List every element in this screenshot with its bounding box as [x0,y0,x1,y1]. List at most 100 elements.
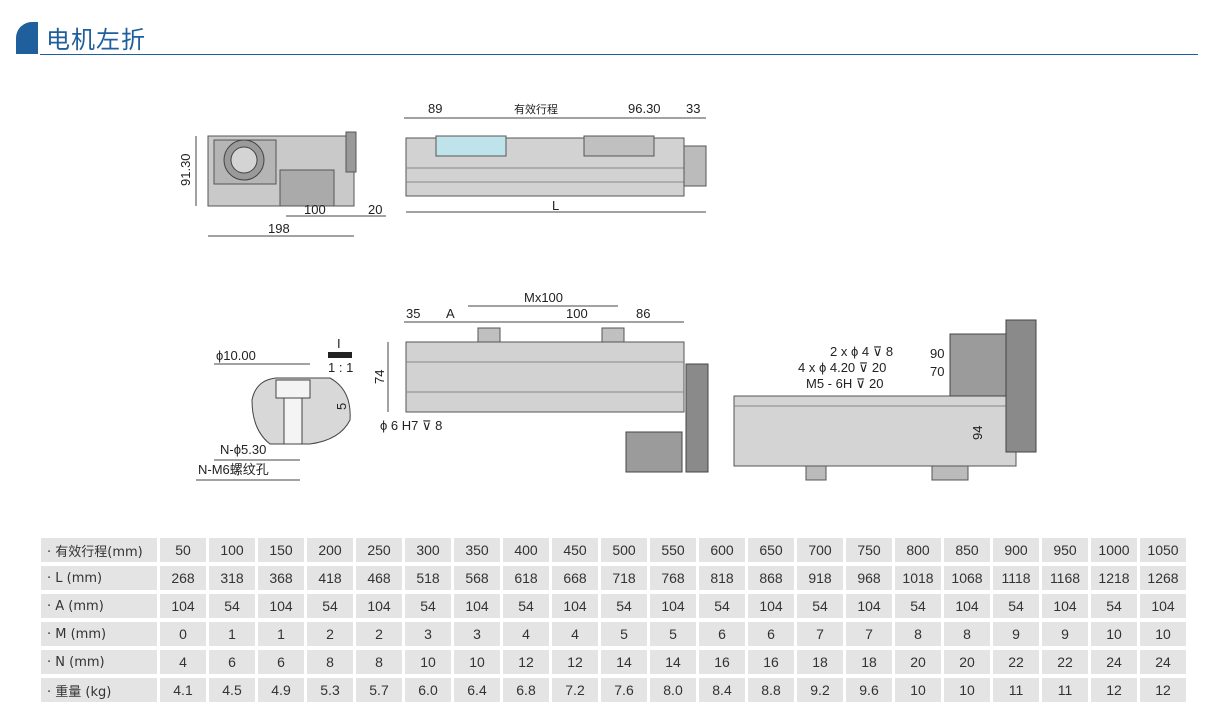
table-cell: 22 [993,650,1039,674]
table-cell: 500 [601,538,647,562]
table-cell: 104 [944,594,990,618]
table-cell: 20 [944,650,990,674]
table-cell: 12 [1091,678,1137,702]
table-cell: 9 [1042,622,1088,646]
table-cell: 50 [160,538,206,562]
table-cell: 10 [454,650,500,674]
table-cell: 12 [1140,678,1186,702]
table-cell: 1050 [1140,538,1186,562]
table-cell: 718 [601,566,647,590]
table-cell: 10 [405,650,451,674]
side-view-bracket [345,131,357,173]
table-cell: 104 [650,594,696,618]
table-cell: 0 [160,622,206,646]
table-cell: 1218 [1091,566,1137,590]
table-cell: 650 [748,538,794,562]
table-cell: 6.0 [405,678,451,702]
table-cell: 8.8 [748,678,794,702]
table-cell: 10 [944,678,990,702]
table-cell: 104 [846,594,892,618]
end-view-foot-2 [931,465,969,481]
table-cell: 8 [307,650,353,674]
dim-depth-5: 5 [334,403,349,410]
table-cell: 5 [650,622,696,646]
table-cell: 8 [356,650,402,674]
dim-dia-10: ϕ10.00 [216,348,256,363]
end-view-motor [949,333,1007,397]
table-cell: 9 [993,622,1039,646]
header-rule [40,54,1198,55]
table-cell: 4 [160,650,206,674]
dim-33: 33 [686,101,700,116]
table-cell: 350 [454,538,500,562]
table-cell: 8 [944,622,990,646]
table-cell: 1 [258,622,304,646]
dim-94: 94 [970,426,985,440]
table-cell: 668 [552,566,598,590]
table-cell: 1 [209,622,255,646]
detail-through-hole [283,397,303,445]
section-header: 电机左折 [14,18,1198,56]
table-cell: 450 [552,538,598,562]
table-cell: 750 [846,538,892,562]
side-view: 91.30 100 20 198 [178,131,386,237]
table-cell: 818 [699,566,745,590]
dim-198: 198 [268,221,290,236]
table-cell: 400 [503,538,549,562]
table-cell: 6 [699,622,745,646]
table-cell: 14 [650,650,696,674]
end-view-foot-1 [805,465,827,481]
dim-L: L [552,198,559,213]
bottom-view-motor-plate [685,363,709,473]
table-cell: 24 [1091,650,1137,674]
table-cell: 104 [748,594,794,618]
table-cell: 618 [503,566,549,590]
table-cell: 8.0 [650,678,696,702]
table-cell: 104 [258,594,304,618]
end-view-body [733,395,1017,467]
table-cell: 10 [1140,622,1186,646]
table-cell: 918 [797,566,843,590]
table-cell: 104 [454,594,500,618]
table-cell: 4.1 [160,678,206,702]
dim-hole-dia: N-ϕ5.30 [220,442,266,457]
table-cell: 54 [699,594,745,618]
side-view-motor-shaft [230,146,258,174]
table-cell: 150 [258,538,304,562]
row-label: · 有效行程(mm) [41,538,157,562]
end-view: 2 x ϕ 4 ⊽ 8 4 x ϕ 4.20 ⊽ 20 M5 - 6H ⊽ 20… [733,319,1037,481]
table-cell: 968 [846,566,892,590]
table-cell: 1068 [944,566,990,590]
dim-35: 35 [406,306,420,321]
dim-70: 70 [930,364,944,379]
dim-20: 20 [368,202,382,217]
table-cell: 54 [209,594,255,618]
dim-86: 86 [636,306,650,321]
table-cell: 5.3 [307,678,353,702]
bottom-view-tab-2 [601,327,625,343]
table-cell: 18 [846,650,892,674]
table-cell: 10 [1091,622,1137,646]
table-cell: 54 [1091,594,1137,618]
table-cell: 104 [356,594,402,618]
table-cell: 1268 [1140,566,1186,590]
table-cell: 200 [307,538,353,562]
table-cell: 850 [944,538,990,562]
dim-100-pitch: 100 [566,306,588,321]
dim-A: A [446,306,455,321]
table-cell: 418 [307,566,353,590]
dim-89: 89 [428,101,442,116]
table-cell: 600 [699,538,745,562]
table-cell: 950 [1042,538,1088,562]
table-cell: 54 [797,594,843,618]
table-cell: 11 [1042,678,1088,702]
table-cell: 7 [846,622,892,646]
table-cell: 16 [748,650,794,674]
table-cell: 3 [405,622,451,646]
table-cell: 104 [160,594,206,618]
table-cell: 318 [209,566,255,590]
table-cell: 8.4 [699,678,745,702]
table-cell: 6.4 [454,678,500,702]
